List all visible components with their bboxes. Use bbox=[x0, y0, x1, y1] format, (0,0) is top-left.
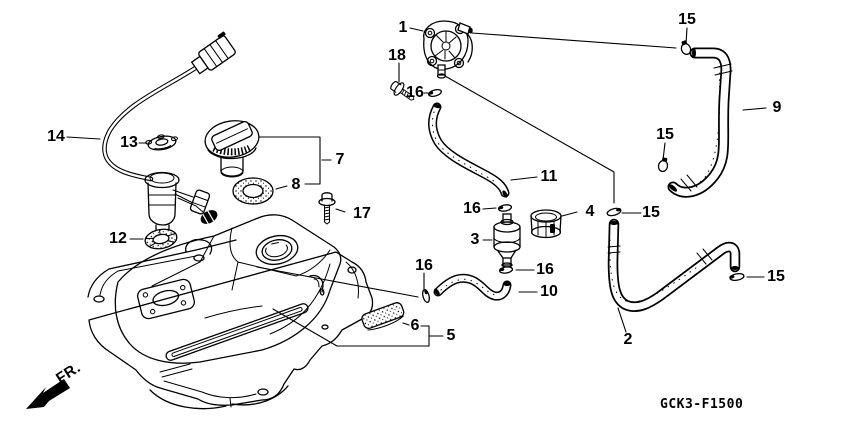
callout-15-a: 15 bbox=[678, 11, 696, 28]
part-17-bolt bbox=[318, 192, 336, 225]
part-12-pump-gasket bbox=[144, 228, 178, 250]
part-6-cushion-pad bbox=[361, 302, 405, 331]
part-16-clip bbox=[497, 204, 513, 212]
callout-7: 7 bbox=[335, 151, 345, 168]
callout-16-a: 16 bbox=[406, 84, 424, 101]
part-8-cap-seal bbox=[232, 177, 274, 205]
part-16-clip bbox=[428, 88, 442, 98]
callout-1: 1 bbox=[398, 19, 408, 36]
part-15-clamp bbox=[606, 207, 622, 217]
part-9-breather-hose bbox=[667, 47, 733, 198]
callout-11: 11 bbox=[540, 168, 558, 185]
callout-2: 2 bbox=[623, 331, 633, 348]
fuel-tank bbox=[87, 214, 374, 410]
part-15-clamp bbox=[729, 272, 745, 282]
part-4-filter-cup bbox=[530, 209, 562, 239]
part-16-clip bbox=[498, 266, 514, 274]
part-13-retainer-ring bbox=[145, 134, 178, 151]
callout-5: 5 bbox=[446, 327, 456, 344]
callout-9: 9 bbox=[772, 99, 782, 116]
callout-16-d: 16 bbox=[536, 261, 554, 278]
part-10-fuel-hose bbox=[433, 273, 512, 301]
leader-lines bbox=[66, 27, 767, 347]
callout-16-b: 16 bbox=[463, 200, 481, 217]
callout-3: 3 bbox=[470, 231, 480, 248]
callout-17: 17 bbox=[353, 205, 371, 222]
callout-6: 6 bbox=[410, 317, 420, 334]
part-15-clamp bbox=[657, 157, 669, 173]
callout-8: 8 bbox=[291, 176, 301, 193]
part-18-bolt bbox=[390, 80, 415, 101]
callout-12: 12 bbox=[109, 230, 127, 247]
fuel-pump-unit bbox=[144, 171, 218, 232]
front-direction-arrow bbox=[26, 379, 70, 409]
part-3-fuel-filter bbox=[493, 213, 521, 268]
callout-15-b: 15 bbox=[656, 126, 674, 143]
callout-4: 4 bbox=[585, 203, 595, 220]
diagram-code: GCK3-F1500 bbox=[660, 397, 744, 412]
part-16-clip bbox=[421, 289, 431, 303]
part-2-drain-hose bbox=[607, 218, 741, 312]
callout-13: 13 bbox=[120, 134, 138, 151]
callout-14: 14 bbox=[47, 128, 65, 145]
part-1-fuel-valve bbox=[423, 20, 473, 79]
part-15-clamp bbox=[680, 40, 692, 56]
callout-10: 10 bbox=[540, 283, 558, 300]
part-14-pump-lead-wire bbox=[102, 31, 236, 182]
part-7-fuel-cap bbox=[204, 120, 260, 178]
callout-15-d: 15 bbox=[767, 268, 785, 285]
callout-15-c: 15 bbox=[642, 204, 660, 221]
part-11-fuel-hose bbox=[428, 102, 510, 198]
callout-18: 18 bbox=[388, 47, 406, 64]
callout-16-c: 16 bbox=[415, 257, 433, 274]
